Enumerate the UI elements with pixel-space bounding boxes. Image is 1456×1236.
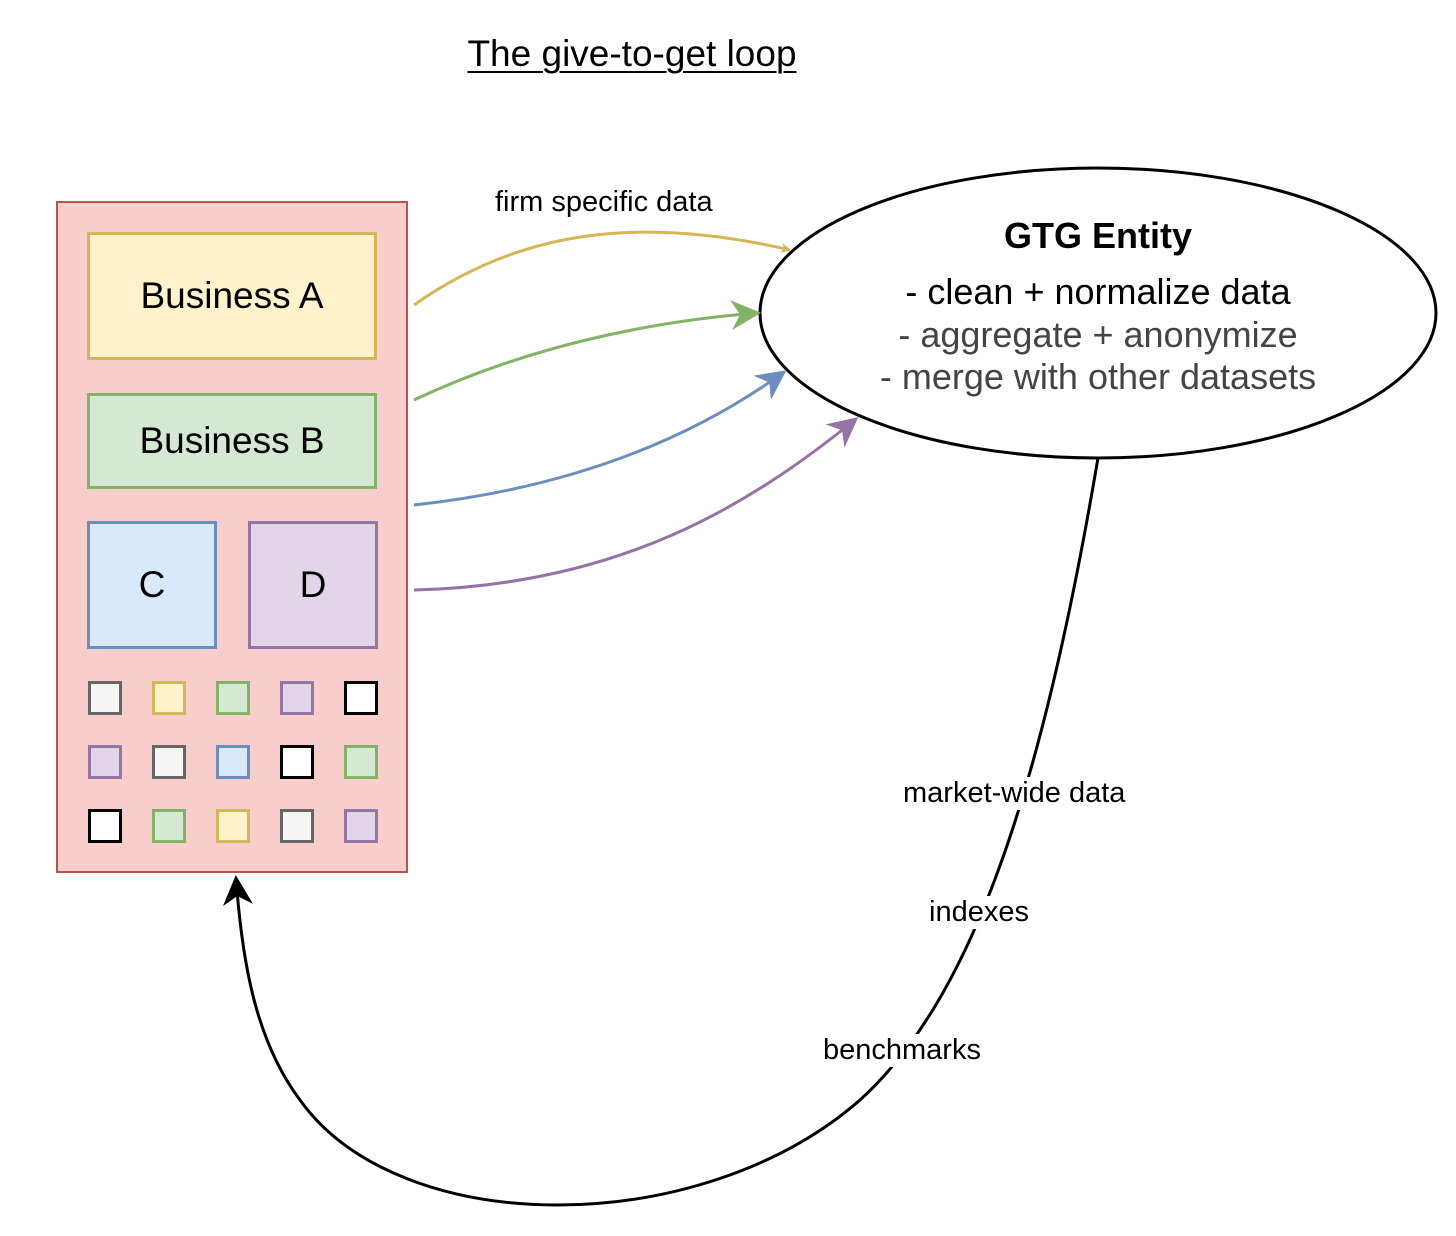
business-a-box: Business A: [87, 232, 377, 360]
label-market-wide-data: market-wide data: [900, 777, 1129, 810]
business-a-label: Business A: [140, 275, 324, 316]
small-business-square-yellow: [152, 681, 186, 715]
label-benchmarks: benchmarks: [820, 1034, 984, 1067]
entity-line-merge: - merge with other datasets: [879, 356, 1317, 397]
small-business-square-gray: [280, 809, 314, 843]
small-business-square-blue: [216, 745, 250, 779]
entity-title: GTG Entity: [1004, 215, 1192, 256]
small-business-square-black: [344, 681, 378, 715]
business-b-box: Business B: [87, 393, 377, 489]
gtg-entity-ellipse: [758, 166, 1438, 460]
arrow-business-c: [413, 370, 787, 507]
small-business-square-black: [88, 809, 122, 843]
arrow-business-b: [413, 300, 761, 402]
business-c-label: C: [138, 564, 166, 605]
arrow-business-d: [413, 417, 859, 592]
small-business-square-gray: [152, 745, 186, 779]
arrow-business-a: [413, 230, 791, 307]
business-d-label: D: [299, 564, 327, 605]
small-business-square-black: [280, 745, 314, 779]
small-business-square-green: [216, 681, 250, 715]
small-business-square-purple: [344, 809, 378, 843]
business-c-box: C: [87, 521, 217, 649]
small-business-square-yellow: [216, 809, 250, 843]
small-business-square-green: [344, 745, 378, 779]
small-business-square-purple: [280, 681, 314, 715]
small-business-square-green: [152, 809, 186, 843]
business-b-label: Business B: [139, 420, 325, 461]
diagram-title: The give-to-get loop: [467, 33, 797, 74]
small-business-square-purple: [88, 745, 122, 779]
entity-line-clean: - clean + normalize data: [905, 271, 1291, 312]
arrow-return-loop: [223, 457, 1100, 1207]
label-indexes: indexes: [926, 896, 1032, 929]
entity-line-aggregate: - aggregate + anonymize: [898, 314, 1298, 355]
small-business-square-gray: [88, 681, 122, 715]
business-d-box: D: [248, 521, 378, 649]
label-firm-specific-data: firm specific data: [495, 186, 713, 218]
